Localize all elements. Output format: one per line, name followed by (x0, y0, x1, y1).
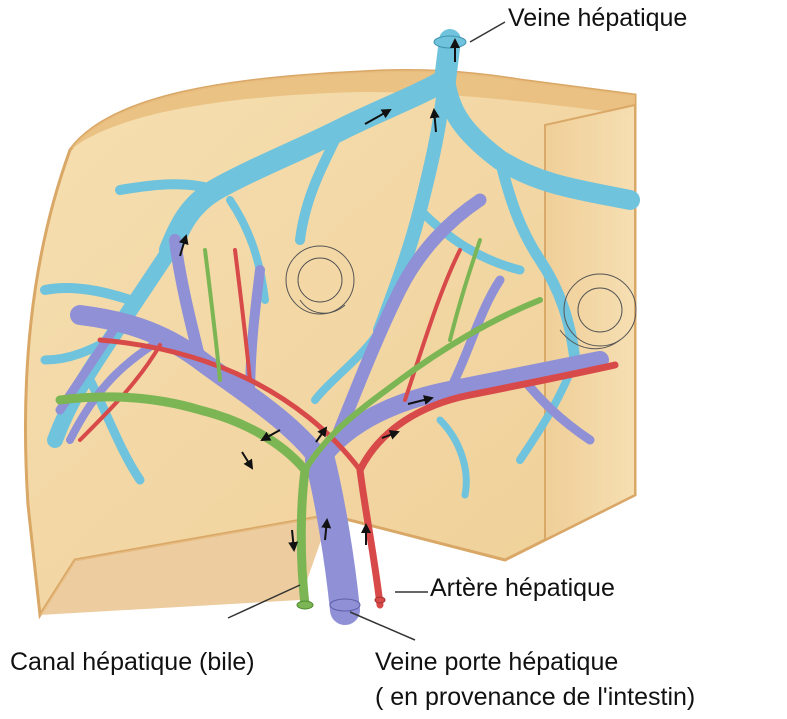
hepatic-vein-label: Veine hépatique (508, 4, 687, 33)
hepatic-artery-label: Artère hépatique (430, 574, 615, 603)
portal-vein-label: Veine porte hépatique (375, 648, 618, 677)
hepatic-duct-label: Canal hépatique (bile) (10, 648, 255, 677)
portal-vein-sublabel: ( en provenance de l'intestin) (375, 683, 695, 712)
